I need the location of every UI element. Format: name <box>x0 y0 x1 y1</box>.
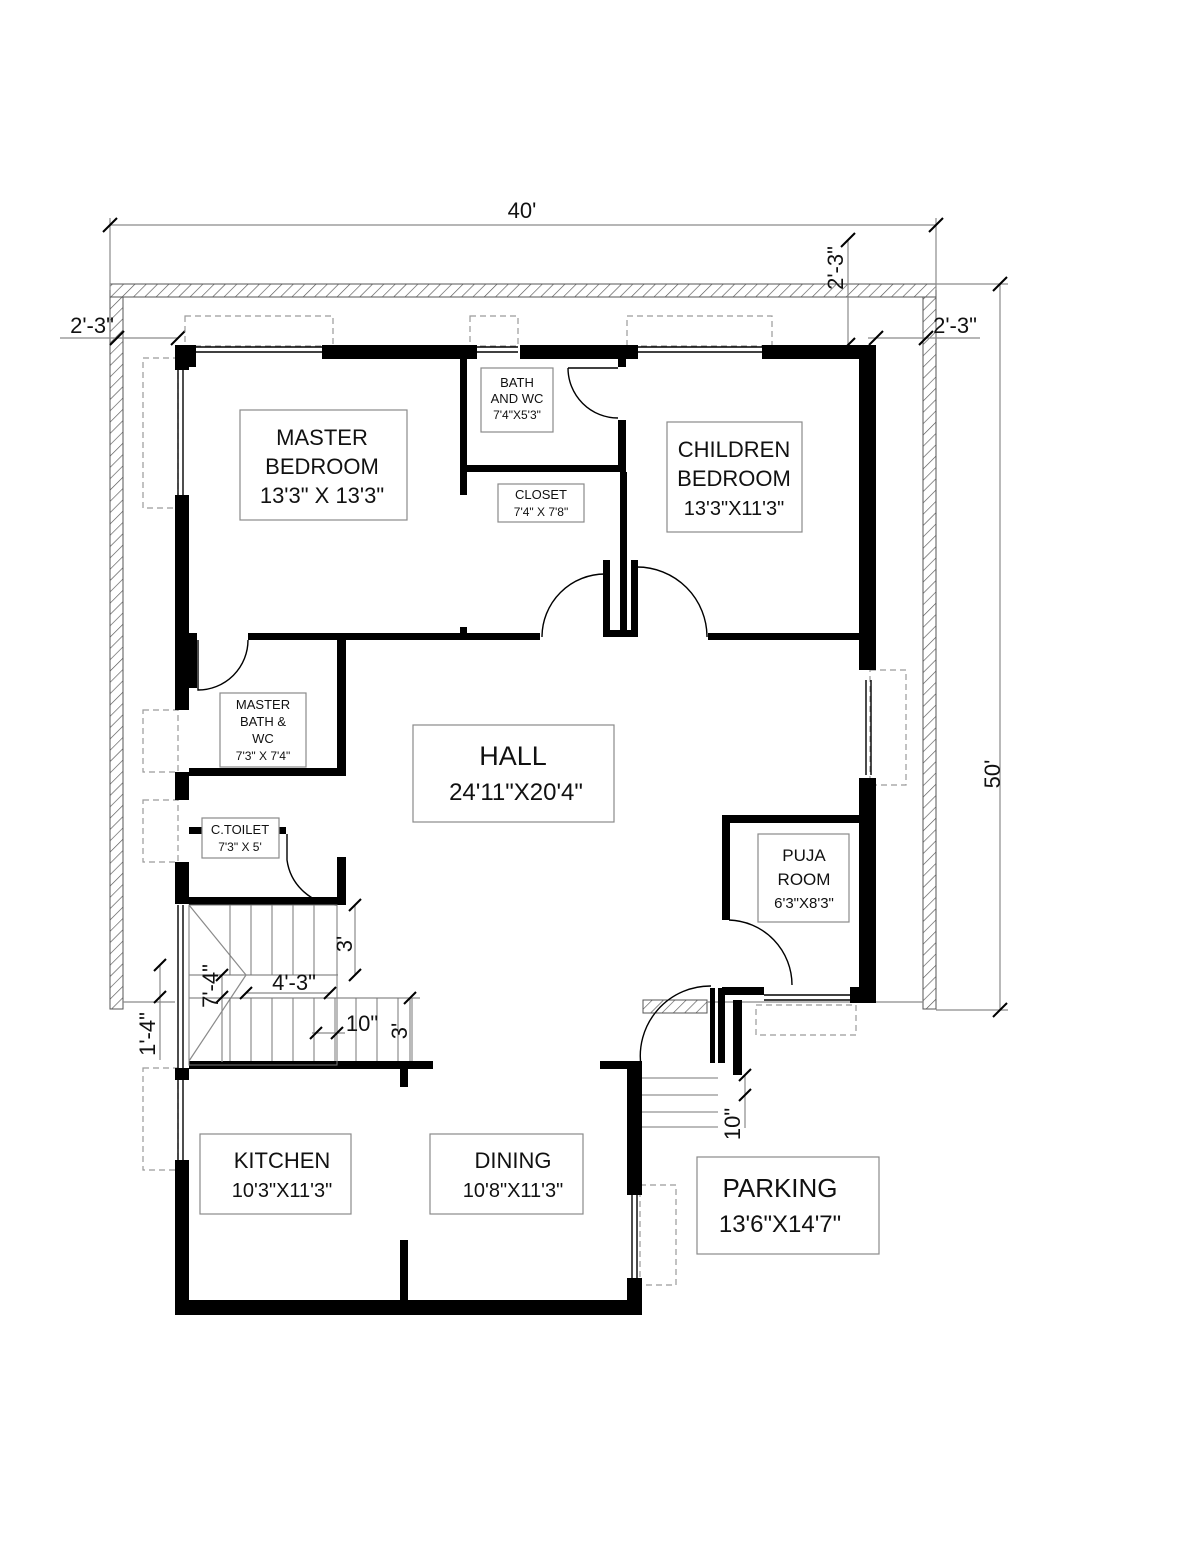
parking-size: 13'6"X14'7" <box>719 1211 841 1238</box>
dimension-depth: 50' <box>936 276 1008 1018</box>
dimension-setback-left: 2'-3" <box>60 313 186 346</box>
stair-tread-label: 10" <box>346 1011 378 1036</box>
puja-name-2: ROOM <box>778 870 831 889</box>
stair-width-label: 3' <box>332 936 357 952</box>
c-toilet-size: 7'3" X 5' <box>218 840 262 854</box>
width-label: 40' <box>508 198 537 223</box>
puja-name-1: PUJA <box>782 846 826 865</box>
stair-width-lower-label: 3' <box>387 1023 412 1039</box>
children-bedroom-size: 13'3"X11'3" <box>684 498 784 520</box>
master-bedroom-name-1: MASTER <box>276 425 368 450</box>
children-bedroom-name-1: CHILDREN <box>678 437 790 462</box>
room-puja: PUJA ROOM 6'3"X8'3" <box>757 833 850 923</box>
windows <box>142 315 907 1286</box>
kitchen-name: KITCHEN <box>234 1148 331 1173</box>
stair-offset-label: 1'-4" <box>135 1012 160 1056</box>
kitchen-size: 10'3"X11'3" <box>232 1180 332 1202</box>
setback-left-label: 2'-3" <box>70 313 114 338</box>
entry-steps <box>642 1068 752 1128</box>
room-c-toilet: C.TOILET 7'3" X 5' <box>201 817 280 859</box>
hall-size: 24'11"X20'4" <box>449 779 583 806</box>
stair-mid-label: 7'-4" <box>198 964 223 1008</box>
dining-size: 10'8"X11'3" <box>463 1180 563 1202</box>
master-bath-name-2: BATH & <box>240 714 286 729</box>
parking-name: PARKING <box>722 1173 837 1203</box>
room-parking: PARKING 13'6"X14'7" <box>696 1156 880 1255</box>
closet-size: 7'4" X 7'8" <box>514 505 568 519</box>
walls <box>175 345 876 1315</box>
closet-name: CLOSET <box>515 487 567 502</box>
depth-label: 50' <box>980 760 1005 789</box>
dimension-width: 40' <box>102 198 944 290</box>
room-closet: CLOSET 7'4" X 7'8" <box>497 483 585 523</box>
setback-front-label: 2'-3" <box>823 246 848 290</box>
bath-wc-size: 7'4"X5'3" <box>493 408 541 422</box>
room-children-bedroom: CHILDREN BEDROOM 13'3"X11'3" <box>666 421 803 533</box>
door-swings <box>197 367 793 1067</box>
stair-landing-label: 4'-3" <box>272 970 316 995</box>
bath-wc-name-2: AND WC <box>491 391 544 406</box>
children-bedroom-name-2: BEDROOM <box>677 466 791 491</box>
master-bedroom-name-2: BEDROOM <box>265 454 379 479</box>
master-bath-name-1: MASTER <box>236 697 290 712</box>
c-toilet-name: C.TOILET <box>211 822 269 837</box>
master-bath-name-3: WC <box>252 731 274 746</box>
dimension-setback-right: 2'-3" <box>868 313 980 346</box>
dining-name: DINING <box>475 1148 552 1173</box>
room-kitchen: KITCHEN 10'3"X11'3" <box>199 1133 352 1215</box>
entry-tread-label: 10" <box>720 1108 745 1140</box>
master-bath-size: 7'3" X 7'4" <box>236 749 290 763</box>
room-hall: HALL 24'11"X20'4" <box>412 724 615 823</box>
room-bath-wc: BATH AND WC 7'4"X5'3" <box>480 367 554 433</box>
room-master-bath: MASTER BATH & WC 7'3" X 7'4" <box>219 692 307 768</box>
room-master-bedroom: MASTER BEDROOM 13'3" X 13'3" <box>239 409 408 521</box>
room-dining: DINING 10'8"X11'3" <box>429 1133 584 1215</box>
setback-right-label: 2'-3" <box>933 313 977 338</box>
hall-name: HALL <box>479 741 547 771</box>
bath-wc-name-1: BATH <box>500 375 534 390</box>
master-bedroom-size: 13'3" X 13'3" <box>260 483 384 508</box>
compound-wall <box>109 283 937 1014</box>
staircase <box>153 898 420 1066</box>
puja-size: 6'3"X8'3" <box>774 895 834 912</box>
